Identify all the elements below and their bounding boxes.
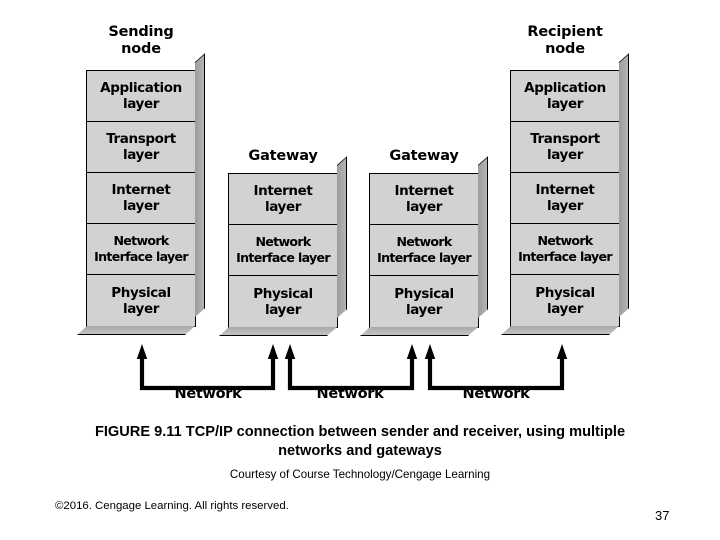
stack-title-line-2: node xyxy=(121,41,161,57)
layer-label-line-2: layer xyxy=(123,96,159,112)
arrow-up-icon xyxy=(136,344,148,359)
layer-label-line-1: Physical xyxy=(394,285,454,302)
layer-label-line-2: Interface layer xyxy=(377,250,471,265)
layer-label-line-1: Network xyxy=(255,234,311,249)
layer-label-line-2: Interface layer xyxy=(236,250,330,265)
layer-label-line-1: Physical xyxy=(535,284,595,301)
stack-title-line-1: Sending xyxy=(108,24,174,40)
network-label-network-2: Network xyxy=(316,386,384,402)
caption-line-1: FIGURE 9.11 TCP/IP connection between se… xyxy=(94,424,626,440)
caption-line-2: networks and gateways xyxy=(278,443,442,459)
layer-label-line-2: layer xyxy=(123,300,159,317)
layer-label-line-2: layer xyxy=(406,199,442,215)
layer-label-line-1: Transport xyxy=(106,131,176,147)
layer-label-line-2: Interface layer xyxy=(94,249,188,264)
arrow-up-icon xyxy=(267,344,279,359)
layer-label-line-1: Physical xyxy=(111,284,171,301)
layer-label-line-2: layer xyxy=(265,301,301,318)
layer-label-line-2: layer xyxy=(547,147,583,163)
stack-title-line-1: Gateway xyxy=(248,148,318,164)
slide-number: 37 xyxy=(655,508,670,523)
figure-courtesy: Courtesy of Course Technology/Cengage Le… xyxy=(229,468,491,481)
layer-label-line-1: Network xyxy=(537,233,593,248)
layer-label-line-1: Internet xyxy=(394,183,454,199)
stack-title-line-1: Recipient xyxy=(527,24,603,40)
layer-label-line-1: Internet xyxy=(253,183,313,199)
layer-label-line-1: Application xyxy=(524,80,606,96)
copyright-notice: ©2016. Cengage Learning. All rights rese… xyxy=(55,500,289,512)
layer-label-line-2: layer xyxy=(547,198,583,214)
connector-bracket xyxy=(287,356,415,391)
stack-title-line-2: node xyxy=(545,41,585,57)
layer-label-line-2: layer xyxy=(123,147,159,163)
arrow-up-icon xyxy=(424,344,436,359)
arrow-up-icon xyxy=(406,344,418,359)
layer-label-line-1: Network xyxy=(396,234,452,249)
network-label-network-3: Network xyxy=(462,386,530,402)
layer-label-line-2: layer xyxy=(123,198,159,214)
stack-title-gateway-1: Gateway xyxy=(228,148,338,165)
layer-label-line-2: Interface layer xyxy=(518,249,612,264)
arrow-up-icon xyxy=(284,344,296,359)
layer-label-line-1: Internet xyxy=(111,182,171,198)
layer-label-line-2: layer xyxy=(547,96,583,112)
stack-title-line-1: Gateway xyxy=(389,148,459,164)
connector-bracket xyxy=(139,356,276,391)
layer-label-line-2: layer xyxy=(547,300,583,317)
connector-network-1 xyxy=(136,344,279,391)
connector-bracket xyxy=(427,356,565,391)
network-label-network-1: Network xyxy=(174,386,242,402)
stack-title-gateway-2: Gateway xyxy=(369,148,479,165)
connector-network-2 xyxy=(284,344,418,391)
arrow-up-icon xyxy=(556,344,568,359)
layer-label-line-2: layer xyxy=(265,199,301,215)
layer-label-line-1: Internet xyxy=(535,182,595,198)
connector-paths xyxy=(136,344,568,391)
layer-label-line-1: Physical xyxy=(253,285,313,302)
connector-network-3 xyxy=(424,344,568,391)
figure-caption: FIGURE 9.11 TCP/IP connection between se… xyxy=(36,423,684,461)
layer-label-line-1: Transport xyxy=(530,131,600,147)
layer-label-line-1: Network xyxy=(113,233,169,248)
network-connectors-group: Network Network Network xyxy=(0,340,720,410)
layer-label-line-1: Application xyxy=(100,80,182,96)
connectors-svg xyxy=(136,344,568,391)
layer-label-line-2: layer xyxy=(406,301,442,318)
